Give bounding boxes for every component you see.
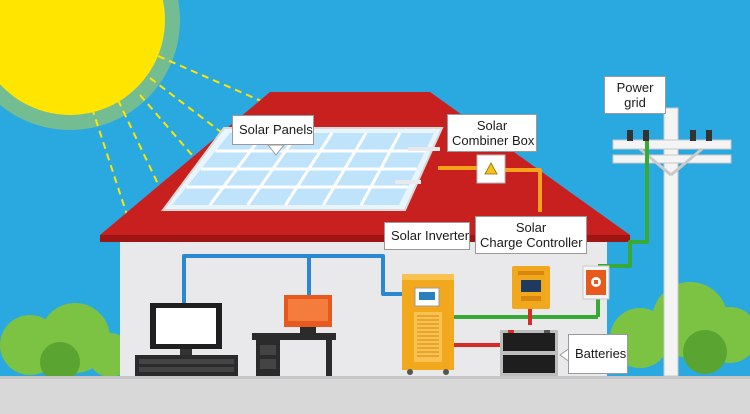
- electric-meter: [582, 265, 610, 300]
- power-grid-label: Power grid: [604, 76, 666, 114]
- power-grid-label-line2: grid: [624, 95, 646, 110]
- solar-panel-array: [161, 127, 444, 211]
- solar-panels-callout-pointer: [266, 144, 286, 156]
- wire-inverter-to-tv: [182, 254, 402, 303]
- solar-combiner-box-label: Solar Combiner Box: [447, 114, 537, 152]
- combiner-box-label-line1: Solar: [476, 118, 508, 133]
- solar-charge-controller: [512, 266, 550, 309]
- batteries-label: Batteries: [568, 334, 628, 374]
- solar-combiner-box: [476, 154, 506, 184]
- warning-triangle-icon: [484, 162, 498, 175]
- solar-inverter-label-text: Solar Inverter: [391, 228, 470, 243]
- ground: [0, 376, 750, 414]
- combiner-box-label-line2: Combiner Box: [452, 133, 535, 148]
- solar-panels-label: Solar Panels: [232, 115, 314, 145]
- battery-bank: [500, 330, 558, 376]
- power-grid-label-line1: Power: [616, 80, 654, 95]
- computer-desk: [252, 295, 336, 376]
- batteries-label-text: Batteries: [575, 346, 627, 361]
- charge-controller-label-line1: Solar: [515, 220, 547, 235]
- sun: [0, 0, 180, 130]
- solar-inverter-unit: [402, 274, 454, 375]
- charge-controller-label-line2: Charge Controller: [480, 235, 583, 250]
- power-pole: [612, 107, 732, 377]
- background-tree-shade: [40, 330, 727, 382]
- solar-inverter-label: Solar Inverter: [384, 222, 470, 250]
- wire-combiner-to-controller: [505, 168, 542, 212]
- solar-panels-label-text: Solar Panels: [239, 122, 313, 137]
- wiring: [182, 141, 649, 347]
- solar-charge-controller-label: Solar Charge Controller: [475, 216, 587, 254]
- wire-meter-to-grid: [598, 141, 649, 268]
- television: [135, 303, 238, 376]
